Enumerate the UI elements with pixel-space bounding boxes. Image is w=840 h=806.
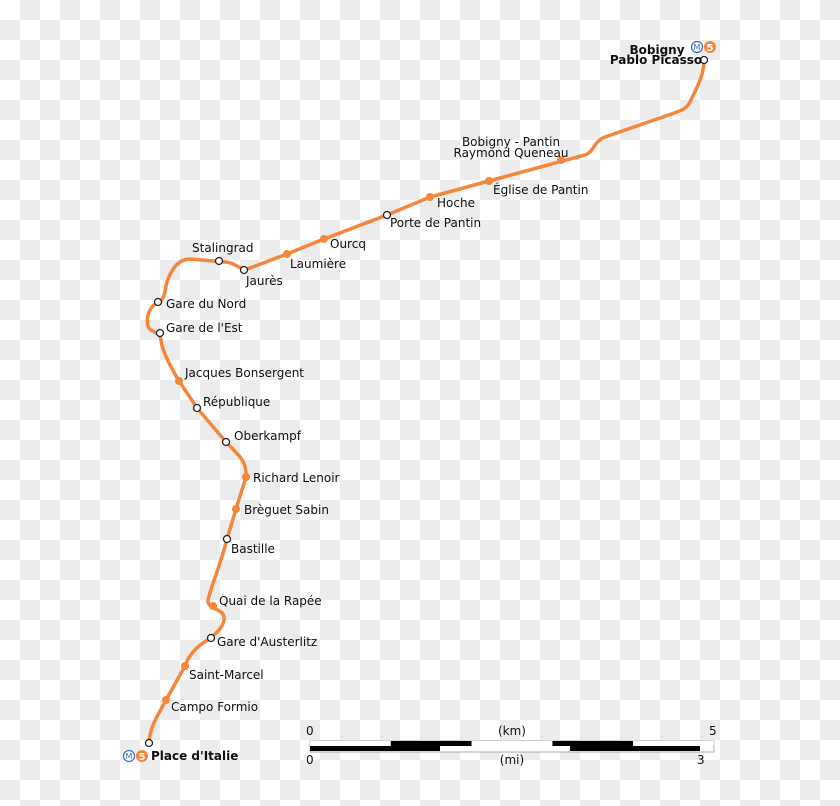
station-hoche[interactable] — [426, 193, 434, 201]
station-ourcq[interactable] — [320, 235, 328, 243]
station-gare-d-austerlitz[interactable] — [206, 633, 216, 643]
station-jaur-s[interactable] — [239, 265, 249, 275]
station-campo-formio[interactable] — [162, 696, 170, 704]
station-label: Brèguet Sabin — [244, 503, 329, 517]
line-5-route — [145, 58, 706, 745]
station-label: Laumière — [290, 257, 346, 271]
station-stalingrad[interactable] — [214, 256, 224, 266]
line-number-icon — [136, 750, 148, 762]
station--glise-de-pantin[interactable] — [485, 177, 493, 185]
station-label: République — [203, 395, 270, 409]
station-label: Bastille — [231, 542, 275, 556]
station-label: Gare du Nord — [166, 297, 246, 311]
station-label-line2: Pablo Picasso — [610, 53, 702, 67]
station-porte-de-pantin[interactable] — [382, 210, 392, 220]
station-richard-lenoir[interactable] — [242, 473, 250, 481]
km-segment — [310, 741, 391, 746]
station-label-line2: Raymond Queneau — [454, 146, 569, 160]
station-label: Richard Lenoir — [253, 471, 340, 485]
station-label: Porte de Pantin — [390, 216, 481, 230]
station-label: Église de Pantin — [493, 182, 588, 197]
mi-segment — [440, 746, 570, 751]
station-label: Stalingrad — [192, 241, 253, 255]
km-end: 5 — [709, 724, 717, 738]
station-label: Gare de l'Est — [166, 321, 243, 335]
station-label: Ourcq — [330, 237, 366, 251]
metro-icon — [690, 40, 704, 54]
km-segment — [471, 741, 553, 746]
line-number: 5 — [707, 43, 714, 54]
mi-start: 0 — [306, 753, 314, 767]
station-saint-marcel[interactable] — [181, 662, 189, 670]
station-label: Gare d'Austerlitz — [217, 635, 317, 649]
km-segment — [633, 741, 714, 746]
station-label: Campo Formio — [171, 700, 258, 714]
km-segment — [390, 741, 472, 746]
mi-unit: (mi) — [500, 753, 524, 767]
station-r-publique[interactable] — [192, 403, 202, 413]
station-label: Oberkampf — [234, 429, 302, 443]
station-gare-du-nord[interactable] — [153, 297, 163, 307]
station-label: Bobigny - Pantin — [462, 135, 560, 149]
station-label: Quai de la Rapée — [219, 594, 322, 608]
line-number-icon — [704, 41, 716, 53]
station-quai-de-la-rap-e[interactable] — [209, 602, 217, 610]
km-start: 0 — [306, 724, 314, 738]
km-unit: (km) — [498, 724, 526, 738]
station-br-guet-sabin[interactable] — [232, 505, 240, 513]
station-laumi-re[interactable] — [283, 250, 291, 258]
station-label: Jaurès — [245, 274, 283, 288]
station-gare-de-l-est[interactable] — [155, 328, 165, 338]
station-bastille[interactable] — [222, 534, 232, 544]
line-number: 5 — [139, 752, 146, 763]
metro-icon-letter: M — [126, 752, 133, 761]
mi-end: 3 — [697, 753, 705, 767]
station-label: Jacques Bonsergent — [184, 366, 304, 380]
mi-segment — [570, 746, 700, 751]
station-oberkampf[interactable] — [221, 437, 231, 447]
mi-segment — [310, 746, 440, 751]
station-bobigny[interactable] — [699, 55, 709, 65]
station-bobigny-pantin[interactable] — [557, 156, 565, 164]
station-label: Hoche — [437, 196, 475, 210]
station-label: Bobigny — [629, 43, 684, 57]
metro-icon-letter: M — [694, 43, 701, 52]
station-jacques-bonsergent[interactable] — [175, 377, 183, 385]
station-label: Saint-Marcel — [189, 668, 264, 682]
km-segment — [552, 741, 634, 746]
scale-bar: 0 (km) 5 0 (mi) 3 — [306, 724, 717, 767]
station-place-d-italie[interactable] — [144, 738, 154, 748]
station-label: Place d'Italie — [151, 749, 238, 763]
metro-icon — [122, 749, 136, 763]
